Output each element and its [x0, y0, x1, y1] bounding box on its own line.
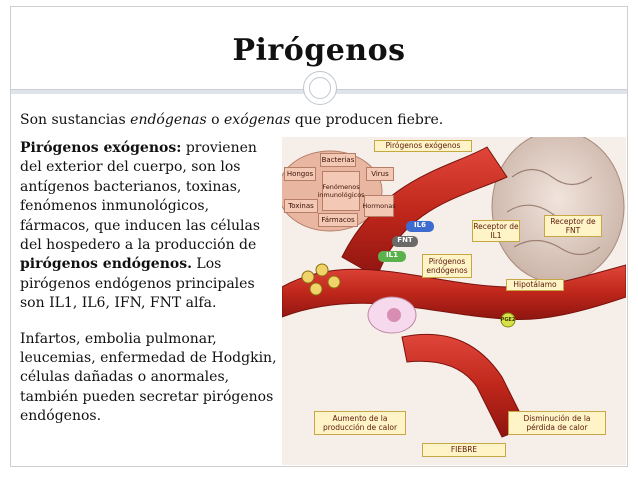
paragraph-otras-causas: Infartos, embolia pulmonar, leucemias, e… — [20, 330, 277, 425]
tag-fnt: FNT — [392, 236, 418, 247]
slide-title: Pirógenos — [232, 33, 406, 68]
intro-text-1: Son sustancias — [20, 112, 131, 128]
circle-ornament-inner — [309, 77, 331, 99]
blood-cell-1 — [301, 270, 315, 284]
intro-text-2: o — [206, 112, 225, 128]
paragraph-exogenos-text-2: Los pirógenos endógenos principales son … — [20, 256, 255, 312]
label-pirogenos-endogenos: Pirógenos endógenos — [422, 254, 472, 278]
label-receptor-il1: Receptor de IL1 — [472, 220, 520, 242]
intro-endogenas: endógenas — [130, 112, 207, 128]
tag-il1: IL1 — [378, 251, 406, 262]
blood-cell-4 — [327, 275, 341, 289]
cell-farmacos: Fármacos — [318, 213, 358, 227]
intro-exogenas: exógenas — [224, 112, 291, 128]
blood-cell-3 — [309, 282, 323, 296]
label-receptor-fnt: Receptor de FNT — [544, 215, 602, 237]
cell-fenomenos-inmunologicos: Fenómenos inmunológicos — [317, 171, 365, 211]
brain-fold-3 — [513, 239, 601, 256]
cell-toxinas: Toxinas — [284, 199, 318, 213]
intro-text-3: que producen fiebre. — [290, 112, 444, 128]
body-text: Pirógenos exógenos: provienen del exteri… — [20, 139, 282, 427]
label-disminucion-perdida-calor: Disminución de la pérdida de calor — [508, 411, 606, 435]
circle-ornament-icon — [303, 71, 337, 105]
white-cell-nucleus — [387, 308, 401, 322]
brain-fold-1 — [511, 168, 593, 186]
term-pirogenos-endogenos: pirógenos endógenos. — [20, 256, 192, 273]
label-hipotalamo: Hipotálamo — [506, 279, 564, 291]
pge2-marker — [500, 312, 516, 328]
paragraph-exogenos-text: provienen del exterior del cuerpo, son l… — [20, 140, 261, 254]
cell-virus: Virus — [366, 167, 394, 181]
tag-il6: IL6 — [406, 221, 434, 232]
blood-cell-2 — [315, 263, 329, 277]
cell-hongos: Hongos — [284, 167, 316, 181]
term-pirogenos-exogenos: Pirógenos exógenos: — [20, 140, 182, 156]
label-aumento-produccion-calor: Aumento de la producción de calor — [314, 411, 406, 435]
label-pirogenos-exogenos: Pirógenos exógenos — [374, 140, 472, 152]
cell-hormonas: Hormonas — [362, 195, 396, 217]
fever-pathway-diagram: Pirógenos exógenos Bacterias Hongos Viru… — [282, 137, 626, 465]
brain-shape — [491, 137, 625, 284]
paragraph-exogenos: Pirógenos exógenos: provienen del exteri… — [20, 139, 282, 314]
cell-bacterias: Bacterias — [320, 153, 356, 167]
intro-sentence: Son sustancias endógenas o exógenas que … — [20, 112, 443, 128]
label-fiebre: FIEBRE — [422, 443, 506, 457]
label-pge2: PGE2 — [500, 317, 516, 323]
